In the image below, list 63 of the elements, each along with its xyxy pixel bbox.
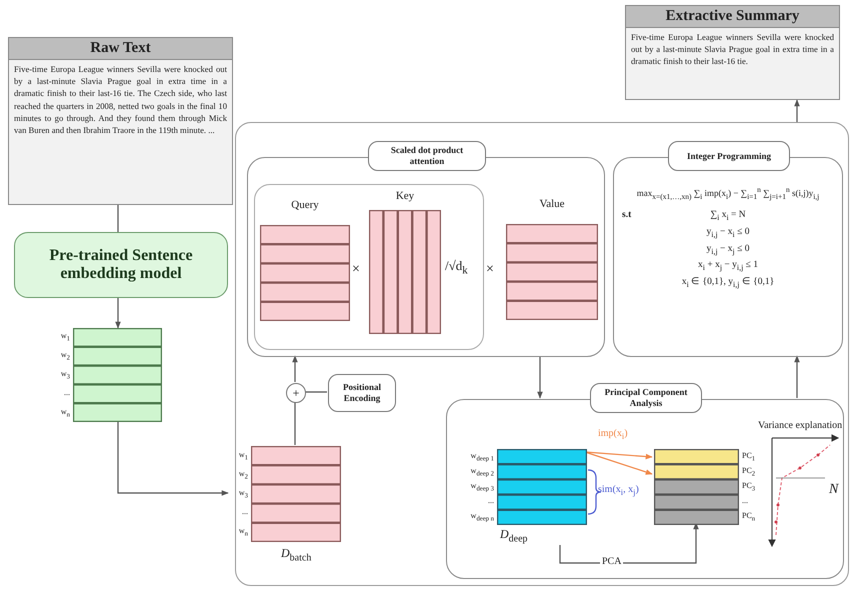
row-label: w$_{1}$ [238, 450, 248, 464]
arrow [117, 422, 229, 496]
row-label: PC$_{3}$ [742, 481, 756, 495]
formula-text: s.t [622, 208, 632, 222]
operator-sign: × [352, 262, 360, 278]
group-title: Principal Component Analysis [590, 383, 702, 413]
row-label: PC$_{n}$ [742, 511, 756, 525]
group-title: Integer Programming [668, 141, 790, 171]
arrow [115, 298, 121, 329]
inner-panel [254, 184, 484, 350]
formula-text: y$_{i,j}$ − x$_{i}$ ≤ 0 [706, 226, 750, 241]
axis-label: N [829, 482, 838, 498]
text-card [8, 37, 233, 205]
row-label: w$_{deep 3}$ [470, 481, 494, 495]
process-box: Pre-trained Sentence embedding model [14, 232, 228, 298]
row-label: w$_{3}$ [238, 488, 248, 502]
row-label: PC$_{1}$ [742, 450, 756, 464]
card-heading: Extractive Summary [626, 6, 839, 28]
arrow [292, 355, 298, 382]
row-label: w$_{2}$ [238, 468, 248, 482]
row-label: w$_{n}$ [60, 406, 70, 420]
row-label: ... [242, 507, 248, 518]
value-matrix [506, 198, 598, 322]
annotation-text: sim(x$_{i}$, x$_{j}$) [598, 484, 639, 497]
group-title: Scaled dot product attention [368, 141, 486, 171]
row-label: ... [742, 496, 748, 506]
edge-label: PCA [600, 556, 624, 567]
row-label: w$_{deep n}$ [470, 511, 494, 525]
process-box: Positional Encoding [328, 374, 396, 412]
matrix-heading: Query [290, 199, 320, 211]
formula-text: max$_{x=(x1,…,xn)}$ ∑$_{i}$ imp(x$_{i}$) − ∑$_{i=1}$$^{n}$ ∑$_{j=i+1}$$^{n}$ s(i,j)y$_{i,j}$ [636, 184, 820, 203]
card-body-text: Five-time Europa League winners Sevilla were knocked out by a last-minute Slavia Prague goal in extra time in a dramatic finish to their last-16 tie. [630, 31, 835, 68]
plus-circle: + [286, 383, 306, 403]
edge-label: imp(x$_{i}$) [596, 428, 630, 441]
matrix-caption: D$_{batch}$ [281, 546, 312, 564]
text-card [625, 5, 840, 100]
row-label: w$_{1}$ [60, 331, 70, 345]
row-label: PC$_{2}$ [742, 466, 756, 480]
formula-text: /√d$_{k}$ [445, 258, 468, 277]
formula-text: x$_{i}$ ∈ {0,1}, y$_{i,j}$ ∈ {0,1} [682, 276, 774, 292]
matrix-caption: D$_{deep}$ [500, 527, 528, 544]
arrow [537, 356, 543, 399]
row-label: w$_{3}$ [60, 369, 70, 383]
formula-text: y$_{i,j}$ − x$_{j}$ ≤ 0 [706, 242, 750, 258]
row-label: ... [64, 388, 70, 398]
axis-title: Variance explanation [758, 420, 842, 431]
card-heading: Raw Text [9, 38, 232, 60]
matrix-heading: Value [538, 198, 566, 210]
card-body-text: Five-time Europa League winners Sevilla were knocked out by a last-minute Slavia Prague goal in extra time in a dramatic finish to their last-16 tie. The Czech side, who last reached the quarters in 2008, netted two goals in the final 10 minutes to go through. And they found them through Mick van Buren and then Ibrahim Traore in the 119th minute. ... [13, 63, 228, 138]
container-panel [235, 122, 849, 586]
row-label: w$_{2}$ [60, 350, 70, 364]
formula-text: ∑$_{i}$ x$_{i}$ = N [710, 208, 746, 224]
key-matrix [369, 190, 441, 336]
formula-text: x$_{i}$ + x$_{j}$ − y$_{i,j}$ ≤ 1 [698, 259, 758, 274]
arrow [794, 355, 800, 398]
matrix-heading: Key [394, 190, 416, 202]
row-label: ... [488, 496, 494, 506]
row-label: w$_{deep 1}$ [470, 450, 494, 464]
row-label: w$_{deep 2}$ [470, 466, 494, 480]
arrow [794, 99, 800, 122]
query-matrix [260, 199, 350, 323]
row-label: w$_{n}$ [238, 526, 248, 540]
operator-sign: × [486, 262, 494, 278]
